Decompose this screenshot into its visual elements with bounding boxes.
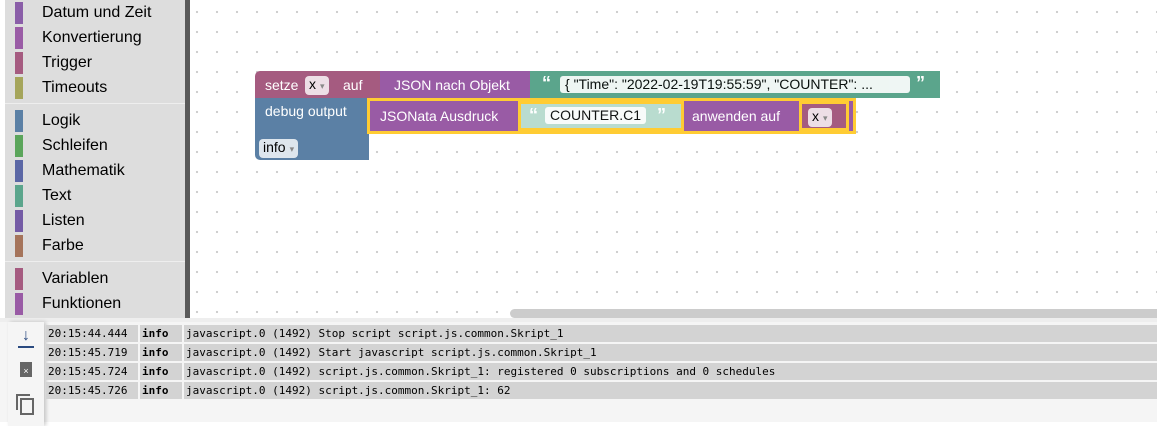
category-logik[interactable]: Logik <box>10 110 185 132</box>
color-swatch <box>15 77 23 99</box>
expression-text-block[interactable]: “ COUNTER.C1 ” <box>518 101 684 131</box>
open-quote-icon: “ <box>529 105 538 125</box>
divider <box>5 261 185 262</box>
toolbox: Datum und Zeit Konvertierung Trigger Tim… <box>5 0 185 318</box>
close-quote-icon: ” <box>916 73 925 93</box>
color-swatch <box>15 268 23 290</box>
color-swatch <box>15 210 23 232</box>
category-listen[interactable]: Listen <box>10 210 185 232</box>
chevron-down-icon: ▾ <box>823 113 828 123</box>
variable-get-block[interactable]: x▾ <box>799 101 849 131</box>
category-text[interactable]: Text <box>10 185 185 207</box>
category-label: Text <box>42 187 72 204</box>
category-label: Trigger <box>42 54 93 71</box>
copy-icon[interactable] <box>16 394 36 416</box>
color-swatch <box>15 135 23 157</box>
category-label: Timeouts <box>42 79 108 96</box>
trash-icon[interactable]: × <box>20 362 32 377</box>
log-time: 20:15:45.726 <box>46 382 138 399</box>
category-label: Logik <box>42 112 81 129</box>
category-mathematik[interactable]: Mathematik <box>10 160 185 182</box>
category-schleifen[interactable]: Schleifen <box>10 135 185 157</box>
chevron-down-icon: ▾ <box>320 81 325 91</box>
set-variable-block[interactable]: setze x▾ auf <box>255 71 380 98</box>
open-quote-icon: “ <box>542 73 551 93</box>
log-time: 20:15:45.719 <box>46 344 138 361</box>
log-message: javascript.0 (1492) Stop script script.j… <box>184 325 1157 342</box>
text-field[interactable]: { "Time": "2022-02-19T19:55:59", "COUNTE… <box>560 76 910 93</box>
block-label: auf <box>343 77 363 93</box>
category-variablen[interactable]: Variablen <box>10 268 185 290</box>
category-label: Funktionen <box>42 295 122 312</box>
color-swatch <box>15 235 23 257</box>
log-message: javascript.0 (1492) script.js.common.Skr… <box>184 363 1157 380</box>
toolbox-border <box>185 0 190 318</box>
category-label: Farbe <box>42 237 84 254</box>
horizontal-scrollbar[interactable] <box>510 309 1157 318</box>
category-label: Konvertierung <box>42 29 142 46</box>
color-swatch <box>15 27 23 49</box>
log-time: 20:15:45.724 <box>46 363 138 380</box>
variable-dropdown[interactable]: x▾ <box>808 108 832 127</box>
category-trigger[interactable]: Trigger <box>10 52 185 74</box>
text-block[interactable]: “ { "Time": "2022-02-19T19:55:59", "COUN… <box>530 71 940 98</box>
expression-field[interactable]: COUNTER.C1 <box>545 107 647 124</box>
log-level: info <box>140 325 182 342</box>
log-level-dropdown[interactable]: info▾ <box>259 139 299 158</box>
category-label: Datum und Zeit <box>42 4 152 21</box>
variable-dropdown[interactable]: x▾ <box>305 76 329 95</box>
color-swatch <box>15 185 23 207</box>
block-label: debug output <box>265 103 347 119</box>
color-swatch <box>15 2 23 24</box>
block-label: JSONata Ausdruck <box>380 108 499 124</box>
category-konvertierung[interactable]: Konvertierung <box>10 27 185 49</box>
log-message: javascript.0 (1492) Start javascript scr… <box>184 344 1157 361</box>
color-swatch <box>15 160 23 182</box>
log-level: info <box>140 382 182 399</box>
close-quote-icon: ” <box>657 105 666 125</box>
block-label: anwenden auf <box>692 108 780 124</box>
log-time: 20:15:44.444 <box>46 325 138 342</box>
dropdown-value: x <box>812 108 819 124</box>
category-farbe[interactable]: Farbe <box>10 235 185 257</box>
category-label: Mathematik <box>42 162 125 179</box>
block-label: JSON nach Objekt <box>394 77 510 93</box>
jsonata-block[interactable]: JSONata Ausdruck “ COUNTER.C1 ” anwenden… <box>367 98 856 134</box>
divider <box>5 103 185 104</box>
debug-output-block[interactable]: debug output info▾ <box>255 98 369 160</box>
category-datum-und-zeit[interactable]: Datum und Zeit <box>10 2 185 24</box>
dropdown-value: info <box>263 139 286 155</box>
category-timeouts[interactable]: Timeouts <box>10 77 185 99</box>
block-label: setze <box>265 77 299 93</box>
category-label: Listen <box>42 212 85 229</box>
log-level: info <box>140 344 182 361</box>
color-swatch <box>15 293 23 315</box>
color-swatch <box>15 52 23 74</box>
color-swatch <box>15 110 23 132</box>
log-message: javascript.0 (1492) script.js.common.Skr… <box>184 382 1157 399</box>
category-label: Schleifen <box>42 137 108 154</box>
category-label: Variablen <box>42 270 109 287</box>
chevron-down-icon: ▾ <box>289 144 295 154</box>
category-funktionen[interactable]: Funktionen <box>10 293 185 315</box>
log-toolbar: ↓ × <box>8 322 44 426</box>
json-to-object-block[interactable]: JSON nach Objekt <box>380 71 530 98</box>
log-level: info <box>140 363 182 380</box>
dropdown-value: x <box>309 76 316 92</box>
scroll-to-bottom-icon[interactable]: ↓ <box>18 328 34 348</box>
